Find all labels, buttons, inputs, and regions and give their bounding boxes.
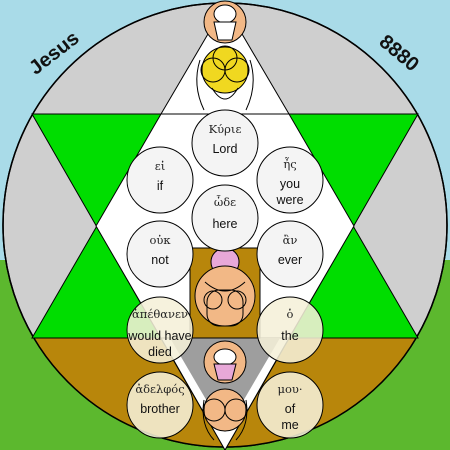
word-circle-you-were: ἦς you were bbox=[256, 146, 324, 214]
english-word: if bbox=[157, 179, 164, 193]
english-word: not bbox=[151, 253, 169, 267]
greek-word: ὧδε bbox=[214, 195, 236, 209]
english-word: Lord bbox=[212, 142, 237, 156]
greek-word: ἂν bbox=[283, 233, 298, 247]
greek-word: Κύριε bbox=[209, 122, 242, 136]
greek-word: οὐκ bbox=[149, 233, 171, 247]
english-word: me bbox=[281, 418, 298, 432]
english-word: you bbox=[280, 177, 300, 191]
word-circle-ever: ἂν ever bbox=[256, 220, 324, 288]
english-word: died bbox=[148, 345, 172, 359]
english-word: of bbox=[285, 402, 296, 416]
english-word: ever bbox=[278, 253, 302, 267]
word-circle-of-me: μου· of me bbox=[256, 371, 324, 439]
greek-word: ὁ bbox=[287, 307, 294, 321]
word-circle-not: οὐκ not bbox=[126, 220, 194, 288]
greek-word: μου· bbox=[277, 382, 302, 396]
english-word: would have bbox=[127, 329, 191, 343]
english-word: were bbox=[275, 193, 303, 207]
greek-word: ἀδελφός bbox=[135, 382, 184, 396]
word-circle-here: ὧδε here bbox=[191, 184, 259, 252]
english-word: here bbox=[212, 217, 237, 231]
word-circle-would-have-died: ἀπέθανεν would have died bbox=[126, 296, 194, 364]
greek-word: ἦς bbox=[283, 156, 296, 171]
word-circle-brother: ἀδελφός brother bbox=[126, 371, 194, 439]
word-circle-the: ὁ the bbox=[256, 296, 324, 364]
top-figure-icon bbox=[196, 0, 254, 111]
bottom-point-shade bbox=[170, 338, 280, 432]
lower-figure-icon bbox=[202, 340, 248, 441]
english-word: brother bbox=[140, 402, 180, 416]
word-circle-if: εἰ if bbox=[126, 146, 194, 214]
greek-word: ἀπέθανεν bbox=[132, 307, 188, 321]
greek-word: εἰ bbox=[155, 159, 165, 173]
english-word: the bbox=[281, 329, 298, 343]
word-circle-lord: Κύριε Lord bbox=[191, 109, 259, 177]
